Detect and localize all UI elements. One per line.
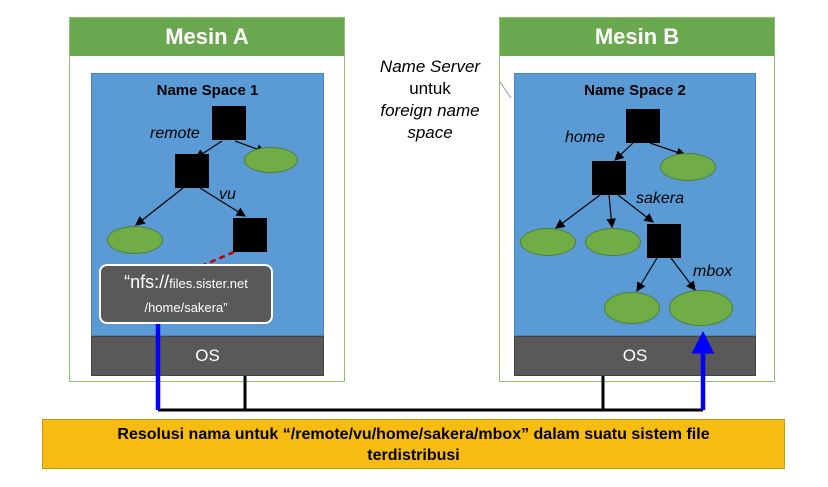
edge-ns1-remote-leaf <box>135 187 184 226</box>
os-box-b: OS <box>514 336 756 376</box>
nfs-callout-line1: “nfs://files.sister.net <box>124 272 248 292</box>
ns2-leaf-home-2 <box>585 228 641 256</box>
ns1-root-node <box>212 106 246 140</box>
edge-ns2-sakera-mbox <box>670 257 696 291</box>
namespace-2-title: Name Space 2 <box>584 82 686 99</box>
edge-ns2-home-leaf2 <box>606 194 616 229</box>
name-server-line3: foreign name <box>380 101 480 120</box>
ns2-mbox-leaf <box>669 290 733 326</box>
machine-a-title: Mesin A <box>70 18 344 56</box>
caption-banner: Resolusi nama untuk “/remote/vu/home/sak… <box>42 419 785 469</box>
label-vu: vu <box>219 186 236 203</box>
label-remote: remote <box>150 125 200 142</box>
caption-line2: terdistribusi <box>367 447 460 464</box>
label-mbox: mbox <box>693 263 733 280</box>
nfs-callout: “nfs://files.sister.net /home/sakera” <box>99 264 273 324</box>
ns2-home-node <box>592 161 626 195</box>
ns2-root-node <box>626 109 660 143</box>
machine-b-title: Mesin B <box>500 18 774 56</box>
mount-link <box>191 250 235 272</box>
ns2-leaf-root <box>660 153 716 181</box>
label-sakera: sakera <box>636 190 685 207</box>
name-server-line4: space <box>407 123 453 142</box>
name-server-line1: Name Server <box>379 57 481 76</box>
ns2-leaf-sakera <box>604 292 660 324</box>
ns1-leaf-remote <box>107 226 163 254</box>
ns2-sakera-node <box>647 224 681 258</box>
ns1-leaf-root <box>244 147 298 173</box>
edge-ns2-root-home <box>614 142 634 161</box>
edge-ns1-remote-vu <box>199 187 247 217</box>
ns2-leaf-home-1 <box>520 228 576 256</box>
name-server-pointer <box>499 81 512 99</box>
caption-line1: Resolusi nama untuk “/remote/vu/home/sak… <box>117 426 710 443</box>
namespace-1-title: Name Space 1 <box>156 82 259 99</box>
os-box-a: OS <box>91 336 324 376</box>
name-server-line2: untuk <box>409 79 451 98</box>
edge-ns2-home-leaf1 <box>555 194 601 229</box>
ns1-vu-node <box>233 218 267 252</box>
nfs-callout-line2: /home/sakera” <box>144 300 228 315</box>
ns1-remote-node <box>175 154 209 188</box>
edge-ns2-sakera-leaf1 <box>636 257 658 293</box>
label-home: home <box>565 129 606 146</box>
edge-ns2-home-sakera <box>617 194 654 223</box>
name-server-note: Name Server untuk foreign name space <box>355 56 505 144</box>
